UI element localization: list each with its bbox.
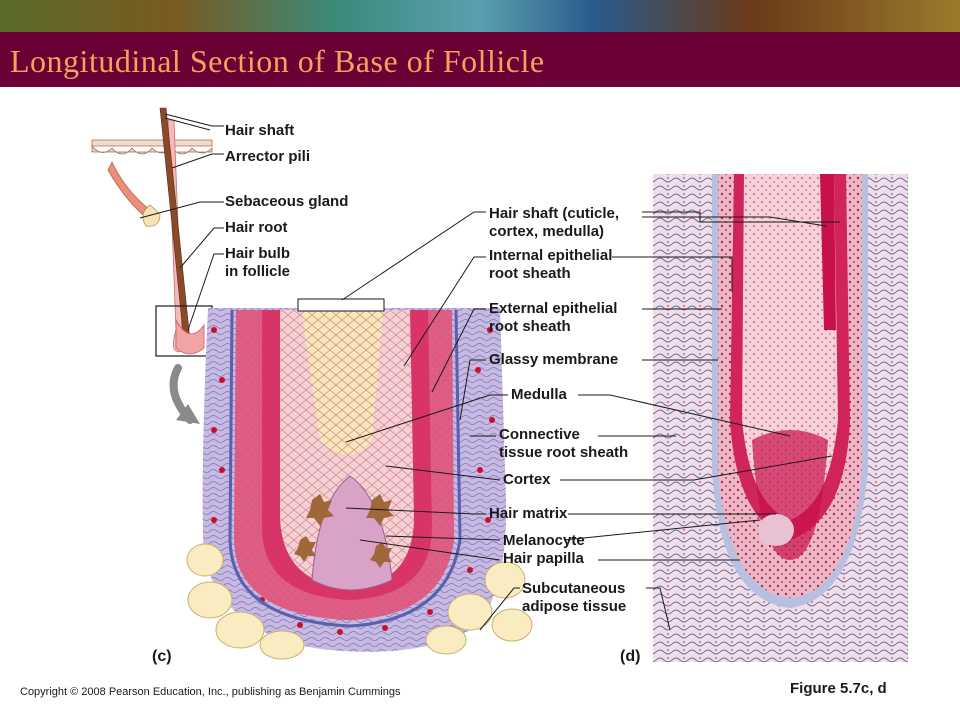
figure-reference: Figure 5.7c, d bbox=[790, 680, 887, 697]
label-melanocyte: Melanocyte bbox=[503, 532, 585, 549]
label-hair-root: Hair root bbox=[225, 219, 288, 236]
decorative-banner bbox=[0, 0, 960, 32]
label-hair-matrix: Hair matrix bbox=[489, 505, 568, 522]
label-medulla: Medulla bbox=[511, 386, 567, 403]
label-adipose-line2: adipose tissue bbox=[522, 598, 627, 615]
panel-d-histology bbox=[653, 174, 908, 662]
label-hair-bulb-line1: Hair bulb bbox=[225, 245, 291, 262]
label-hair-shaft-cuticle-line1: Hair shaft (cuticle, bbox=[489, 205, 620, 222]
label-hair-bulb-line2: in follicle bbox=[225, 263, 291, 280]
label-hair-papilla: Hair papilla bbox=[503, 550, 584, 567]
label-connective-line2: tissue root sheath bbox=[499, 444, 629, 461]
copyright-notice: Copyright © 2008 Pearson Education, Inc.… bbox=[20, 686, 401, 698]
label-cortex: Cortex bbox=[503, 471, 551, 488]
label-adipose-line1: Subcutaneous bbox=[522, 580, 626, 597]
leader-lines bbox=[139, 113, 840, 631]
label-arrector-pili: Arrector pili bbox=[225, 148, 311, 165]
label-internal-sheath-line2: root sheath bbox=[489, 265, 571, 282]
panel-c-illustration bbox=[186, 298, 533, 660]
panel-c-label: (c) bbox=[152, 648, 172, 665]
label-sebaceous-gland: Sebaceous gland bbox=[225, 193, 349, 210]
page-title: Longitudinal Section of Base of Follicle bbox=[10, 43, 545, 79]
label-external-sheath-line1: External epithelial bbox=[489, 300, 618, 317]
skin-overview-drawing bbox=[91, 107, 213, 424]
label-external-sheath-line2: root sheath bbox=[489, 318, 571, 335]
label-hair-shaft-cuticle-line2: cortex, medulla) bbox=[489, 223, 605, 240]
label-connective-line1: Connective bbox=[499, 426, 580, 443]
panel-d-label: (d) bbox=[620, 648, 641, 665]
label-glassy-membrane: Glassy membrane bbox=[489, 351, 619, 368]
label-hair-shaft: Hair shaft bbox=[225, 122, 295, 139]
label-internal-sheath-line1: Internal epithelial bbox=[489, 247, 613, 264]
title-bar bbox=[0, 32, 960, 87]
